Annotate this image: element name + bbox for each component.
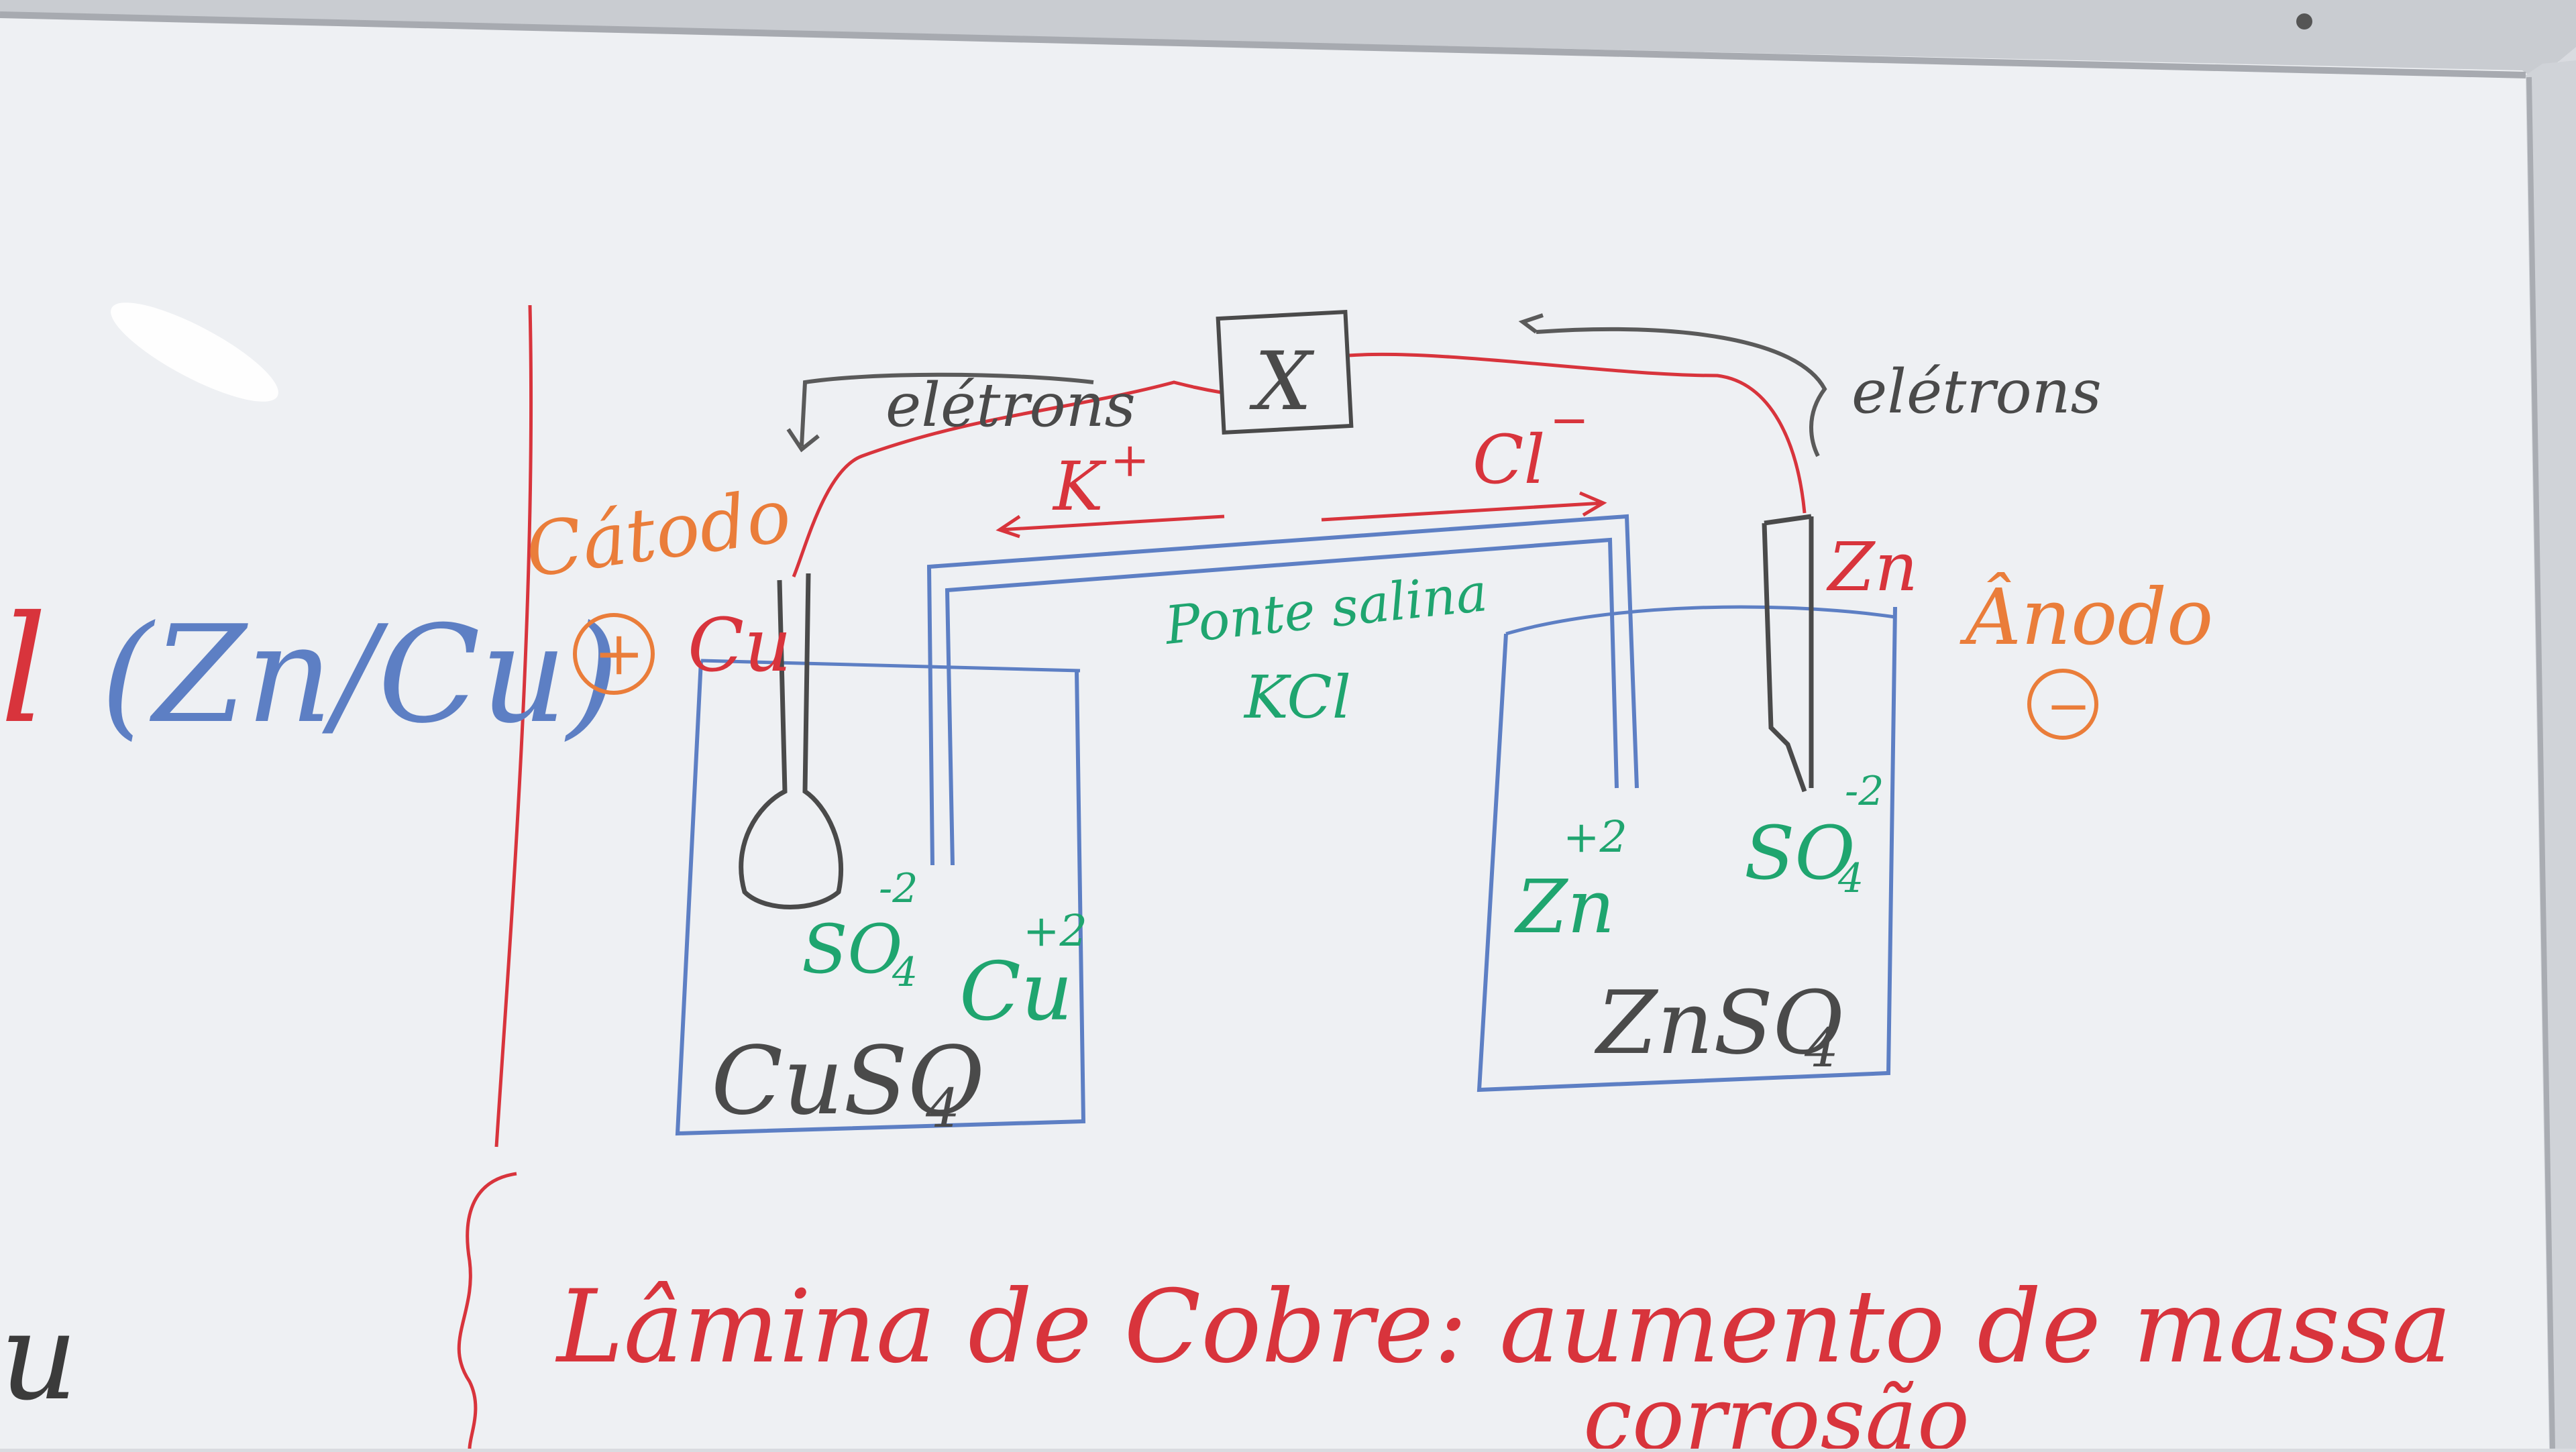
- anode-cation: Zn: [1514, 864, 1615, 950]
- board-frame-top: [0, 0, 2576, 80]
- anode-sulfate-charge: -2: [1845, 768, 1884, 815]
- anode-metal: Zn: [1826, 528, 1918, 606]
- cl-ion-charge: −: [1550, 392, 1589, 447]
- cathode-sulfate-charge: -2: [879, 865, 918, 912]
- cathode-solution: CuSO: [711, 1027, 985, 1136]
- cathode-sulfate: SO: [802, 910, 903, 989]
- meter-label: X: [1249, 335, 1315, 429]
- cathode-metal: Cu: [688, 602, 792, 688]
- anode-sign-circle: [2027, 669, 2098, 740]
- anode-solution-sub: 4: [1804, 1017, 1839, 1079]
- cathode-solution-level: [700, 659, 1081, 673]
- anode-cation-charge: +2: [1563, 812, 1627, 862]
- zinc-electrode: [1762, 514, 1814, 793]
- anode-solution-level: [1505, 605, 1896, 636]
- k-ion-label: K: [1052, 447, 1107, 526]
- electrons-left-label: elétrons: [885, 370, 1136, 441]
- board-frame-edge: [0, 11, 2526, 78]
- electron-arrow-right: [1518, 313, 1827, 457]
- anode-title: Ânodo: [1960, 573, 2213, 663]
- anode-beaker: [1477, 606, 1897, 1093]
- cathode-beaker: [675, 660, 1086, 1136]
- copper-electrode: [739, 573, 844, 909]
- meter-box: [1216, 309, 1354, 435]
- divider-line: [494, 304, 533, 1148]
- cathode-sulfate-sub: 4: [892, 949, 918, 996]
- brace: [457, 1172, 517, 1449]
- light-glare: [111, 302, 278, 402]
- note-line-1: Lâmina de Cobre: aumento de massa: [555, 1269, 2452, 1386]
- electron-arrow-left: [786, 372, 1094, 453]
- cathode-sign: +: [594, 618, 644, 689]
- salt-bridge-outer: [926, 514, 1639, 866]
- left-bottom-letter: u: [0, 1287, 78, 1427]
- anode-sign: −: [2046, 675, 2091, 737]
- cell-formula: (Zn/Cu): [101, 597, 619, 753]
- frame-screw: [2296, 13, 2312, 30]
- formula-prefix: l: [0, 584, 47, 756]
- board-frame-right-edge: [2526, 76, 2555, 1449]
- cathode-sign-circle: [573, 613, 655, 695]
- cathode-cation: Cu: [959, 946, 1073, 1039]
- cl-ion-arrow: [1321, 491, 1607, 522]
- wire-right: [1348, 352, 1807, 514]
- board-frame-right: [2526, 60, 2576, 1449]
- electrons-right-label: elétrons: [1851, 357, 2102, 427]
- anode-sulfate: SO: [1744, 810, 1856, 896]
- cl-ion-label: Cl: [1472, 421, 1546, 499]
- note-line-2: corrosão: [1583, 1367, 1970, 1449]
- salt-bridge-inner: [945, 537, 1619, 866]
- k-ion-arrow: [996, 514, 1225, 539]
- anode-sulfate-sub: 4: [1837, 855, 1864, 902]
- anode-solution: ZnSO: [1594, 972, 1845, 1074]
- cathode-cation-charge: +2: [1023, 906, 1087, 956]
- k-ion-charge: +: [1110, 433, 1150, 488]
- wire-left: [792, 380, 1222, 577]
- cathode-solution-sub: 4: [925, 1077, 960, 1139]
- salt-bridge-compound: KCl: [1243, 663, 1351, 732]
